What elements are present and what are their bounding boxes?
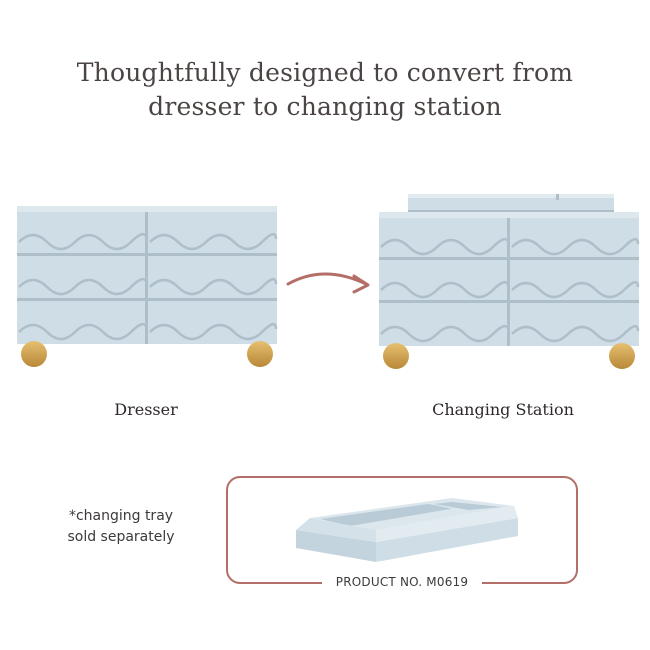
arrow-right-icon (286, 272, 370, 294)
tray-note-line-2: sold separately (67, 529, 175, 545)
tray-note-line-1: *changing tray (68, 508, 174, 524)
headline-line-2: dresser to changing station (148, 92, 502, 121)
changing-tray-illustration (296, 498, 518, 562)
changing-station-caption: Changing Station (432, 400, 574, 419)
dresser-caption: Dresser (114, 400, 178, 419)
product-number-label: PRODUCT NO. M0619 (322, 574, 482, 590)
headline-line-1: Thoughtfully designed to convert from (76, 58, 574, 87)
headline: Thoughtfully designed to convert from dr… (0, 56, 650, 124)
tray-note: *changing tray sold separately (46, 506, 196, 548)
changing-station-illustration (379, 194, 640, 369)
dresser-illustration (17, 206, 278, 367)
